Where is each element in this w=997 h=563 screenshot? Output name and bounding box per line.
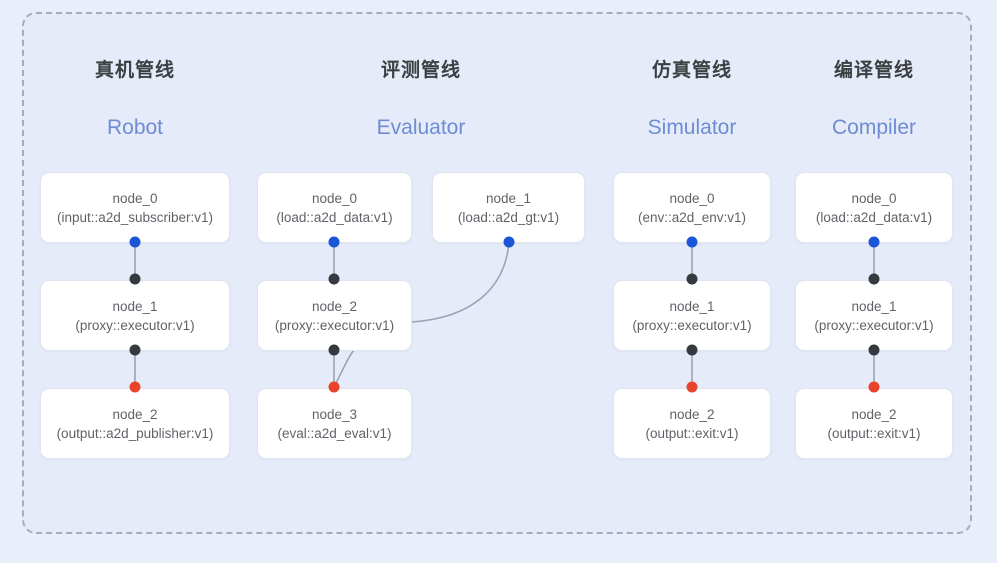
port-dot-sim-n1-in[interactable] — [686, 273, 698, 285]
node-card-compiler-node_1[interactable]: node_1(proxy::executor:v1) — [795, 280, 953, 351]
port-dot-eval-n2-in[interactable] — [328, 273, 340, 285]
node-name-label: node_0 — [669, 190, 715, 206]
node-spec-label: (proxy::executor:v1) — [814, 317, 934, 333]
node-card-simulator-node_1[interactable]: node_1(proxy::executor:v1) — [613, 280, 771, 351]
node-spec-label: (proxy::executor:v1) — [632, 317, 752, 333]
node-spec-label: (env::a2d_env:v1) — [637, 209, 747, 225]
node-name-label: node_0 — [851, 190, 897, 206]
port-dot-robot-n1-in[interactable] — [129, 273, 141, 285]
node-spec-label: (eval::a2d_eval:v1) — [277, 425, 392, 441]
node-card-simulator-node_2[interactable]: node_2(output::exit:v1) — [613, 388, 771, 459]
node-card-compiler-node_2[interactable]: node_2(output::exit:v1) — [795, 388, 953, 459]
node-name-label: node_3 — [311, 406, 358, 422]
node-name-label: node_1 — [851, 298, 897, 314]
column-header-simulator: 仿真管线 Simulator — [613, 58, 771, 142]
port-dot-comp-n0-out[interactable] — [868, 236, 880, 248]
column-header-evaluator: 评测管线 Evaluator — [257, 58, 585, 142]
node-name-label: node_0 — [311, 190, 358, 206]
node-card-evaluator-node_2[interactable]: node_2(proxy::executor:v1) — [257, 280, 412, 351]
port-dot-sim-n2-in[interactable] — [686, 381, 698, 393]
column-title-en-simulator: Simulator — [647, 116, 737, 139]
node-spec-label: (output::exit:v1) — [645, 425, 739, 441]
column-title-cn-evaluator: 评测管线 — [380, 60, 461, 81]
column-title-en-evaluator: Evaluator — [376, 116, 466, 139]
port-dot-robot-n1-out[interactable] — [129, 344, 141, 356]
node-spec-label: (proxy::executor:v1) — [274, 317, 395, 333]
column-header-robot: 真机管线 Robot — [40, 58, 230, 142]
node-spec-label: (output::exit:v1) — [827, 425, 921, 441]
port-dot-eval-n3-in[interactable] — [328, 381, 340, 393]
node-spec-label: (load::a2d_gt:v1) — [457, 209, 560, 225]
node-spec-label: (input::a2d_subscriber:v1) — [56, 209, 214, 225]
node-card-evaluator-node_0[interactable]: node_0(load::a2d_data:v1) — [257, 172, 412, 243]
node-name-label: node_2 — [311, 298, 358, 314]
port-dot-sim-n0-out[interactable] — [686, 236, 698, 248]
port-dot-comp-n1-in[interactable] — [868, 273, 880, 285]
node-name-label: node_1 — [669, 298, 715, 314]
node-name-label: node_2 — [851, 406, 897, 422]
node-card-robot-node_2[interactable]: node_2(output::a2d_publisher:v1) — [40, 388, 230, 459]
port-dot-robot-n0-out[interactable] — [129, 236, 141, 248]
node-name-label: node_0 — [112, 190, 158, 206]
node-spec-label: (load::a2d_data:v1) — [815, 209, 933, 225]
port-dot-sim-n1-out[interactable] — [686, 344, 698, 356]
node-card-compiler-node_0[interactable]: node_0(load::a2d_data:v1) — [795, 172, 953, 243]
column-title-cn-simulator: 仿真管线 — [651, 60, 732, 81]
node-name-label: node_2 — [112, 406, 158, 422]
node-name-label: node_2 — [669, 406, 715, 422]
node-card-robot-node_0[interactable]: node_0(input::a2d_subscriber:v1) — [40, 172, 230, 243]
port-dot-robot-n2-in[interactable] — [129, 381, 141, 393]
node-name-label: node_1 — [112, 298, 158, 314]
node-spec-label: (output::a2d_publisher:v1) — [56, 425, 214, 441]
column-title-cn-robot: 真机管线 — [94, 60, 175, 81]
node-card-evaluator-node_1[interactable]: node_1(load::a2d_gt:v1) — [432, 172, 585, 243]
node-card-evaluator-node_3[interactable]: node_3(eval::a2d_eval:v1) — [257, 388, 412, 459]
column-title-en-robot: Robot — [106, 116, 164, 139]
column-title-cn-compiler: 编译管线 — [833, 60, 914, 81]
node-spec-label: (proxy::executor:v1) — [75, 317, 195, 333]
node-spec-label: (load::a2d_data:v1) — [276, 209, 393, 225]
port-dot-eval-n0-out[interactable] — [328, 236, 340, 248]
column-title-en-compiler: Compiler — [831, 116, 917, 139]
node-card-simulator-node_0[interactable]: node_0(env::a2d_env:v1) — [613, 172, 771, 243]
port-dot-eval-n1-out[interactable] — [503, 236, 515, 248]
node-name-label: node_1 — [485, 190, 532, 206]
port-dot-comp-n2-in[interactable] — [868, 381, 880, 393]
column-header-compiler: 编译管线 Compiler — [795, 58, 953, 142]
port-dot-comp-n1-out[interactable] — [868, 344, 880, 356]
port-dot-eval-n2-out[interactable] — [328, 344, 340, 356]
node-card-robot-node_1[interactable]: node_1(proxy::executor:v1) — [40, 280, 230, 351]
